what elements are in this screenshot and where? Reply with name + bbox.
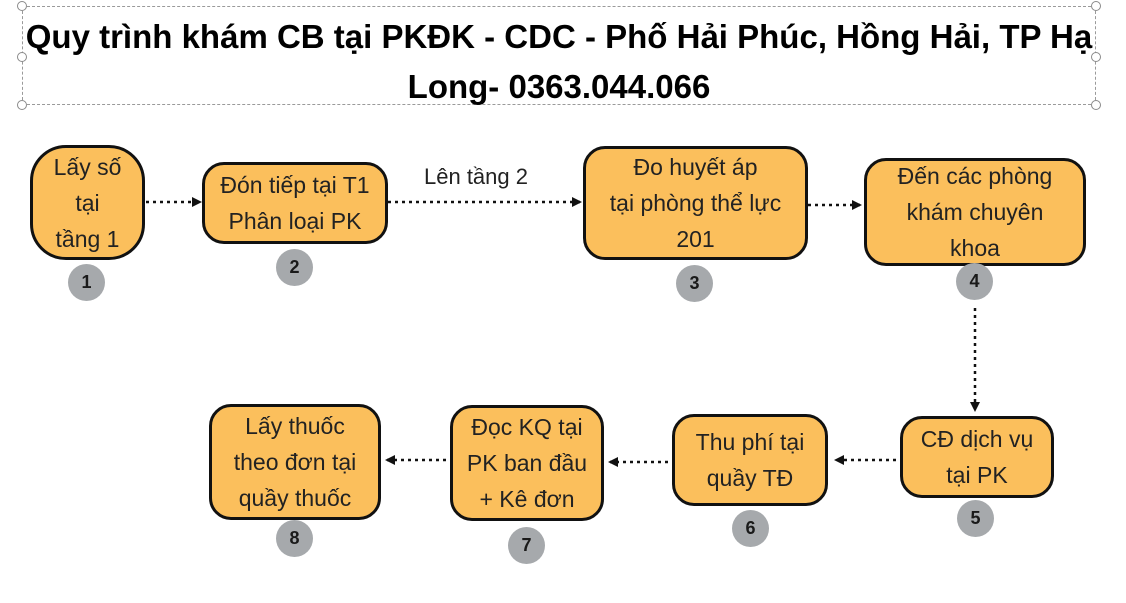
- step-4-box[interactable]: Đến các phòng khám chuyên khoa: [864, 158, 1086, 266]
- step-4-number-badge: 4: [956, 263, 993, 300]
- resize-handle-mid-left[interactable]: [17, 52, 27, 62]
- step-6-box[interactable]: Thu phí tại quầy TĐ: [672, 414, 828, 506]
- edge-label-up-to-floor-2: Lên tầng 2: [424, 164, 528, 189]
- step-8-box[interactable]: Lấy thuốc theo đơn tại quầy thuốc: [209, 404, 381, 520]
- resize-handle-mid-right[interactable]: [1091, 52, 1101, 62]
- resize-handle-bottom-right[interactable]: [1091, 100, 1101, 110]
- step-1-box[interactable]: Lấy số tại tầng 1: [30, 145, 145, 260]
- page-title[interactable]: Quy trình khám CB tại PKĐK - CDC - Phố H…: [25, 18, 1093, 105]
- step-5-number-badge: 5: [957, 500, 994, 537]
- step-3-number-badge: 3: [676, 265, 713, 302]
- step-2-number-badge: 2: [276, 249, 313, 286]
- step-5-box[interactable]: CĐ dịch vụ tại PK: [900, 416, 1054, 498]
- step-2-box[interactable]: Đón tiếp tại T1 Phân loại PK: [202, 162, 388, 244]
- resize-handle-bottom-left[interactable]: [17, 100, 27, 110]
- step-7-number-badge: 7: [508, 527, 545, 564]
- step-1-number-badge: 1: [68, 264, 105, 301]
- resize-handle-top-right[interactable]: [1091, 1, 1101, 11]
- step-8-number-badge: 8: [276, 520, 313, 557]
- resize-handle-top-left[interactable]: [17, 1, 27, 11]
- step-7-box[interactable]: Đọc KQ tại PK ban đầu + Kê đơn: [450, 405, 604, 521]
- step-3-box[interactable]: Đo huyết áp tại phòng thể lực 201: [583, 146, 808, 260]
- step-6-number-badge: 6: [732, 510, 769, 547]
